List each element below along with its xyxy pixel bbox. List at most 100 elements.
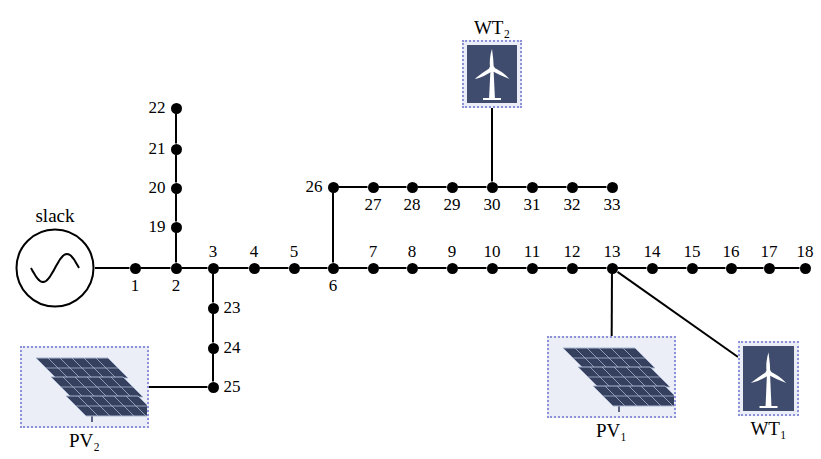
branch-line [578,186,607,188]
solar-panels [36,358,147,422]
branch-line [737,267,764,269]
bus-number: 32 [564,195,581,215]
bus-node: 30 [487,182,498,193]
bus-number: 2 [172,276,181,296]
device-label: PV₁ [596,420,627,442]
device-label: WT₂ [474,17,510,39]
branch-line [339,267,368,269]
bus-node: 1 [130,263,141,274]
wind-turbine: WT₁ [738,341,799,416]
branch-line [300,267,328,269]
bus-node: 33 [607,182,618,193]
bus-number: 5 [290,242,299,262]
branch-line [698,267,726,269]
bus-node: 25 [208,382,219,393]
branch-line [95,267,130,269]
bus-node: 23 [208,303,219,314]
bus-node: 9 [447,263,458,274]
bus-node: 26 [328,182,339,193]
branch-line [418,186,447,188]
turbine-panel [743,346,794,411]
bus-node: 19 [171,222,182,233]
bus-node: 5 [289,263,300,274]
branch-line [458,267,487,269]
branch-line [491,108,493,182]
bus-node: 21 [171,144,182,155]
bus-number: 26 [306,177,323,197]
branch-line [260,267,289,269]
branch-line [611,274,613,337]
bus-node: 16 [726,263,737,274]
bus-node: 31 [527,182,538,193]
branch-line [538,186,567,188]
branch-line [339,186,368,188]
branch-line [141,267,171,269]
bus-node: 20 [171,183,182,194]
bus-node: 29 [447,182,458,193]
device-icon [740,343,797,414]
device-icon [15,228,95,308]
bus-node: 28 [407,182,418,193]
bus-number: 23 [224,298,241,318]
bus-node: 7 [368,263,379,274]
bus-number: 9 [448,242,457,262]
branch-line [498,186,527,188]
bus-number: 28 [404,195,421,215]
branch-line [175,233,177,263]
bus-number: 13 [604,242,621,262]
sine-wave [31,254,79,282]
bus-number: 16 [723,242,740,262]
branch-line [775,267,800,269]
bus-number: 24 [224,338,241,358]
pv-array: PV₂ [20,346,149,428]
bus-number: 19 [149,217,166,237]
bus-number: 20 [149,178,166,198]
turbine-panel [467,45,517,103]
bus-node: 10 [487,263,498,274]
bus-node: 4 [249,263,260,274]
bus-number: 21 [149,139,166,159]
bus-number: 12 [564,242,581,262]
branch-line [175,114,177,144]
slack-generator: slack [15,228,95,308]
bus-number: 14 [644,242,661,262]
bus-number: 7 [369,242,378,262]
pv-array: PV₁ [547,336,676,418]
bus-node: 15 [687,263,698,274]
bus-number: 31 [524,195,541,215]
bus-number: 8 [408,242,417,262]
bus-node: 22 [171,103,182,114]
branch-line [212,314,214,343]
device-icon [22,348,147,426]
bus-number: 18 [797,242,814,262]
branch-line [578,267,607,269]
branch-line [498,267,527,269]
bus-node: 32 [567,182,578,193]
branch-line [149,386,208,388]
turbine-symbol [750,352,788,408]
bus-node: 13 [607,263,618,274]
bus-number: 6 [329,276,338,296]
bus-node: 11 [527,263,538,274]
branch-line [418,267,447,269]
bus-node: 12 [567,263,578,274]
device-label: slack [35,205,74,227]
device-label: WT₁ [750,418,786,440]
bus-node: 27 [368,182,379,193]
bus-number: 33 [604,195,621,215]
branch-line [182,267,208,269]
bus-node: 17 [764,263,775,274]
branch-line [658,267,687,269]
bus-number: 15 [684,242,701,262]
branch-line [458,186,487,188]
device-label: PV₂ [69,430,100,452]
wind-turbine: WT₂ [462,40,522,108]
bus-number: 1 [131,276,140,296]
bus-node: 2 [171,263,182,274]
bus-number: 30 [484,195,501,215]
bus-node: 18 [800,263,811,274]
branch-line [379,267,407,269]
bus-number: 11 [524,242,540,262]
bus-number: 17 [761,242,778,262]
